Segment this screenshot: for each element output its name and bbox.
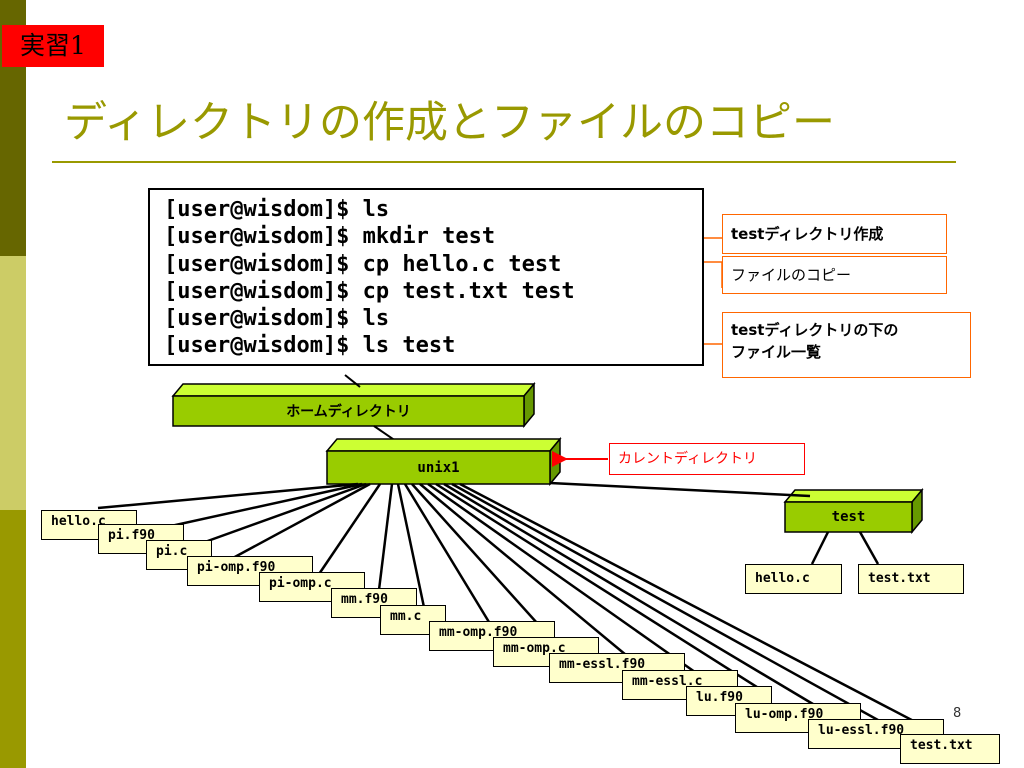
file-item: pi-omp.f90	[187, 556, 313, 586]
terminal-line: [user@wisdom]$ cp hello.c test	[164, 251, 562, 277]
file-item: test.txt	[900, 734, 1000, 764]
subdir-file-item: test.txt	[858, 564, 964, 594]
file-item: mm.c	[380, 605, 446, 635]
test-directory-box: test	[831, 509, 866, 525]
note-list-test: testディレクトリの下の ファイル一覧	[722, 312, 971, 378]
note-copy: ファイルのコピー	[722, 256, 947, 294]
exercise-badge: 実習1	[2, 25, 104, 67]
page-number: 8	[953, 706, 962, 721]
file-item: hello.c	[41, 510, 137, 540]
file-item: pi.c	[146, 540, 212, 570]
terminal-session: [user@wisdom]$ ls [user@wisdom]$ mkdir t…	[148, 188, 704, 366]
note-current-dir: カレントディレクトリ	[609, 443, 805, 475]
terminal-line: [user@wisdom]$ ls test	[164, 333, 456, 359]
sidebar-band-olive	[0, 510, 26, 768]
note-mkdir: testディレクトリ作成	[722, 214, 947, 254]
home-directory-box: ホームディレクトリ	[286, 404, 411, 420]
subdir-file-item: hello.c	[745, 564, 842, 594]
file-item: mm-essl.c	[622, 670, 738, 700]
file-item: mm.f90	[331, 588, 417, 618]
note-list-line1: testディレクトリの下の	[731, 321, 899, 339]
slide-title: ディレクトリの作成とファイルのコピー	[64, 98, 835, 148]
current-directory-box: unix1	[417, 459, 460, 476]
title-underline	[52, 161, 956, 163]
terminal-line: [user@wisdom]$ ls	[164, 306, 390, 332]
note-list-line2: ファイル一覧	[731, 343, 822, 361]
terminal-line: [user@wisdom]$ mkdir test	[164, 224, 496, 250]
sidebar-band-light	[0, 256, 26, 510]
terminal-line: [user@wisdom]$ ls	[164, 197, 390, 222]
terminal-line: [user@wisdom]$ cp test.txt test	[164, 278, 575, 304]
